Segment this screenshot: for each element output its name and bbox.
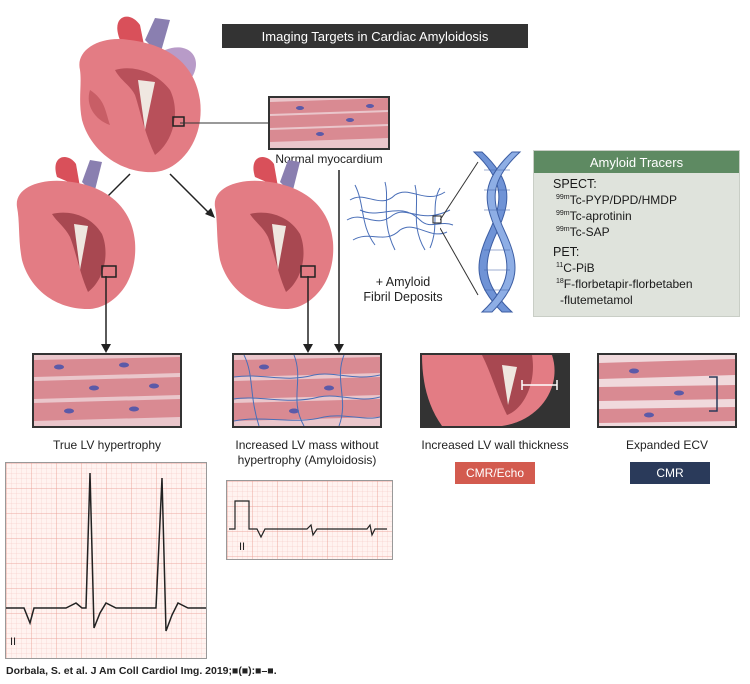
heart-lv-hypertrophy <box>16 157 136 310</box>
spect-item-3: 99mTc-SAP <box>556 225 610 239</box>
ecg-lead-label-large: II <box>10 636 17 648</box>
ecg-amyloidosis: II <box>226 480 393 560</box>
arrow-right <box>169 173 215 218</box>
cmr-tag: CMR <box>630 462 710 484</box>
amyloid-label-line1: + Amyloid <box>375 275 431 289</box>
normal-myocardium-label: Normal myocardium <box>275 152 383 166</box>
twisted-fibril-icon <box>472 151 522 313</box>
spect-item-2: 99mTc-aprotinin <box>556 209 632 223</box>
heart-amyloidosis <box>214 157 334 310</box>
increased-mass-label: Increased LV mass without hypertrophy (A… <box>217 438 397 468</box>
lv-wall-thickness-panel <box>420 353 570 428</box>
amyloid-label: + Amyloid Fibril Deposits <box>348 275 458 305</box>
arrow-down-normal <box>334 170 344 353</box>
pet-label: PET: <box>553 245 580 259</box>
true-lv-hypertrophy-label: True LV hypertrophy <box>52 438 162 452</box>
connector-line <box>180 122 270 124</box>
increased-mass-label-line1: Increased LV mass without <box>235 438 379 452</box>
heart-normal <box>79 16 201 173</box>
pet-item-3: -flutemetamol <box>560 293 633 307</box>
pet-item-1: 11C-PiB <box>556 261 595 275</box>
true-lv-hypertrophy-panel <box>32 353 182 428</box>
expanded-ecv-panel <box>597 353 737 428</box>
cmr-echo-tag: CMR/Echo <box>455 462 535 484</box>
increased-mass-label-line2: hypertrophy (Amyloidosis) <box>237 453 377 467</box>
amyloid-tracers-box: Amyloid Tracers SPECT: 99mTc-PYP/DPD/HMD… <box>533 150 740 317</box>
amyloid-tracers-header: Amyloid Tracers <box>534 151 739 173</box>
wall-thickness-label: Increased LV wall thickness <box>421 438 569 452</box>
expanded-ecv-label: Expanded ECV <box>625 438 709 452</box>
zoom-lines <box>440 161 479 296</box>
amyloid-label-line2: Fibril Deposits <box>363 290 443 304</box>
spect-item-1: 99mTc-PYP/DPD/HMDP <box>556 193 677 207</box>
arrow-down-left <box>101 276 111 353</box>
spect-label: SPECT: <box>553 177 597 191</box>
amyloidosis-panel <box>232 353 382 428</box>
pet-item-2: 18F-florbetapir-florbetaben <box>556 277 693 291</box>
amyloid-fibril-deposits-icon <box>346 181 454 251</box>
ecg-lead-label-small: II <box>239 541 246 553</box>
normal-myocardium-panel <box>268 96 390 150</box>
arrow-down-middle <box>303 276 313 353</box>
ecg-lv-hypertrophy: II <box>5 462 207 659</box>
citation: Dorbala, S. et al. J Am Coll Cardiol Img… <box>6 665 277 677</box>
page-title: Imaging Targets in Cardiac Amyloidosis <box>222 24 528 48</box>
